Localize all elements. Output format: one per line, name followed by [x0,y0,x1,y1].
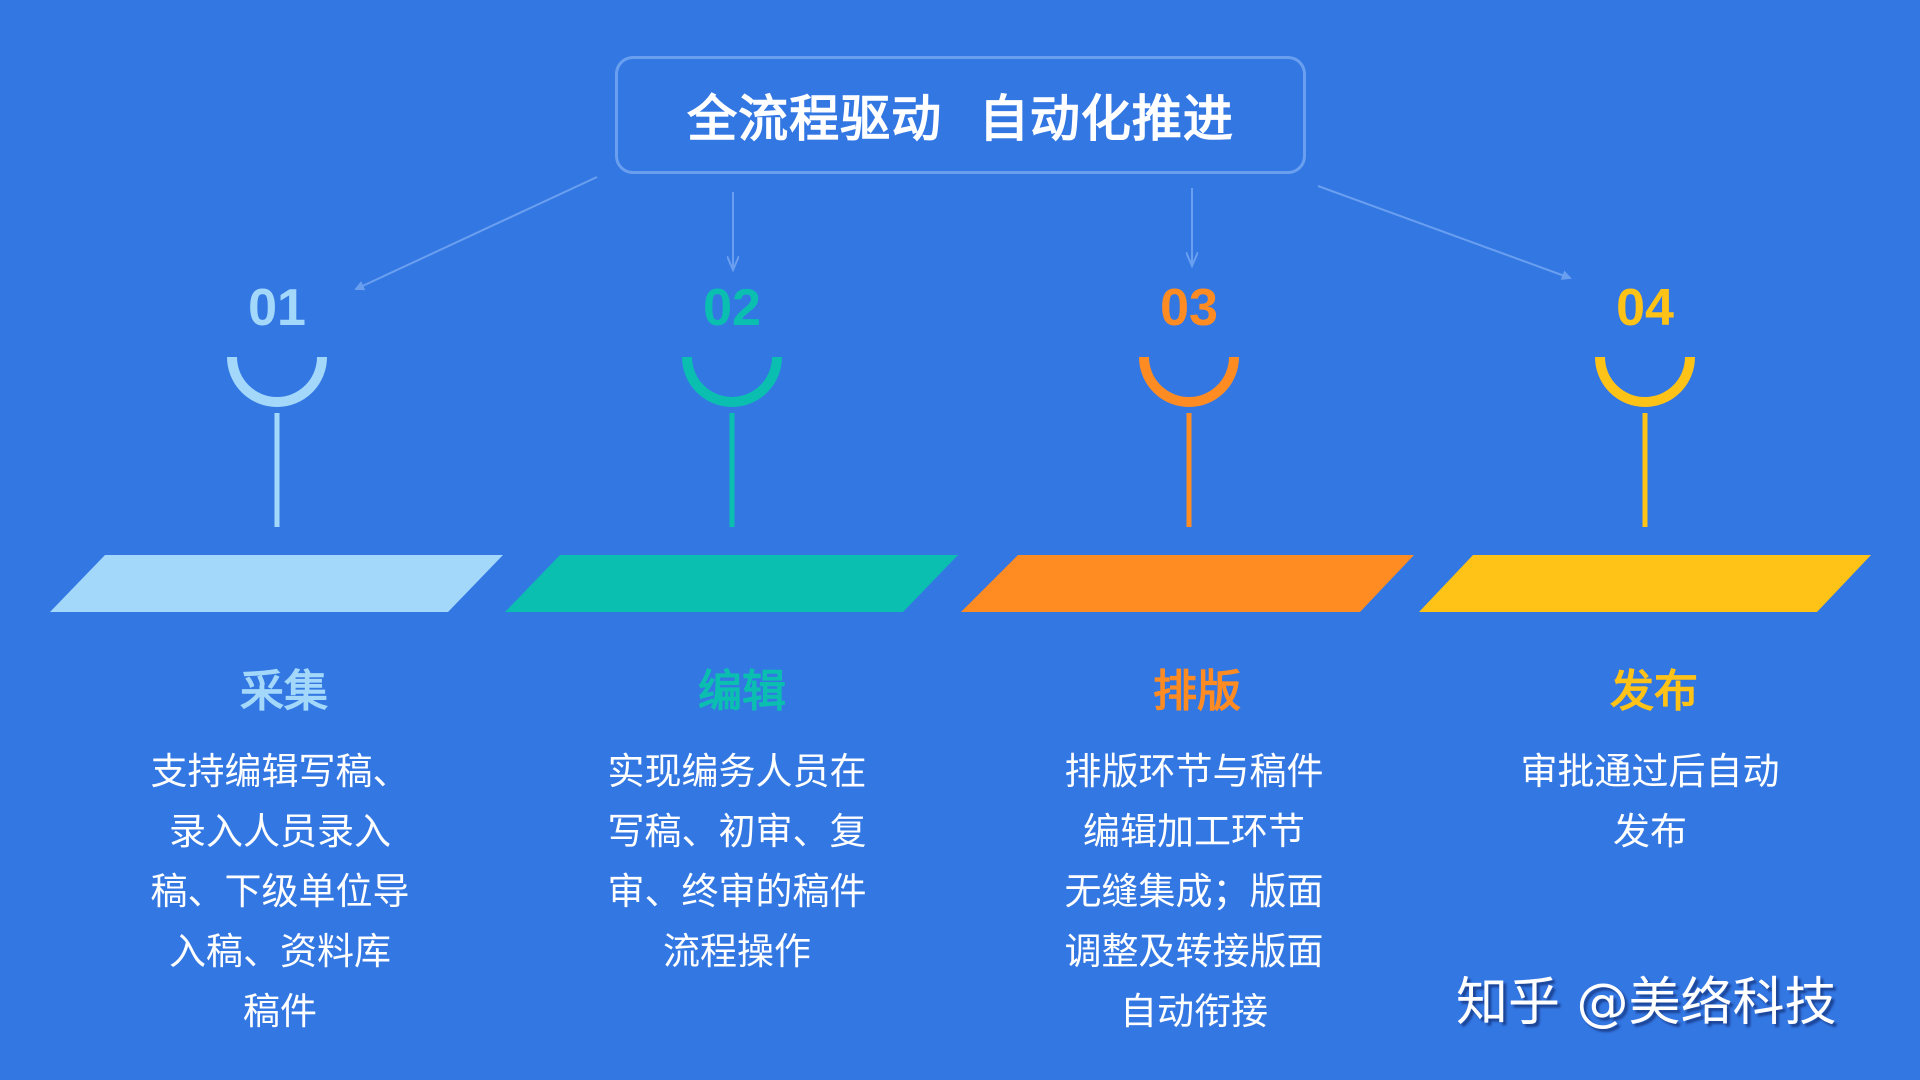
step-2-heading: 编辑 [698,666,786,717]
description-line: 稿、下级单位导 [150,870,410,913]
description-line: 入稿、资料库 [169,930,391,973]
description-line: 流程操作 [663,930,811,973]
step-3-description: 排版环节与稿件 编辑加工环节 无缝集成；版面 调整及转接版面 自动衔接 [1014,742,1374,1042]
arrow-to-step-1 [354,176,598,291]
title-box: 全流程驱动 自动化推进 [615,56,1306,174]
step-1-number: 01 [248,279,306,337]
description-line: 支持编辑写稿、 [150,750,410,793]
step-4-heading: 发布 [1610,666,1698,717]
step-1-bar [50,555,503,612]
step-4-arc-icon [1595,356,1695,407]
description-line: 调整及转接版面 [1064,930,1324,973]
step-4-description: 审批通过后自动 发布 [1470,742,1830,862]
description-line: 编辑加工环节 [1083,810,1305,853]
step-2-description: 实现编务人员在 写稿、初审、复 审、终审的稿件 流程操作 [557,742,917,982]
step-2-number: 02 [703,279,761,337]
page-title: 全流程驱动 自动化推进 [687,90,1234,148]
description-line: 无缝集成；版面 [1064,870,1324,913]
description-line: 写稿、初审、复 [607,810,867,853]
step-1-arc-icon [227,356,327,407]
description-line: 自动衔接 [1120,990,1268,1033]
watermark: 知乎 @美络科技 [1456,973,1837,1033]
step-3-bar [961,555,1414,612]
step-2-arc-icon [682,356,782,407]
description-line: 实现编务人员在 [607,750,867,793]
arrow-to-step-4 [1317,185,1572,280]
description-line: 审、终审的稿件 [607,870,867,913]
step-1-description: 支持编辑写稿、 录入人员录入 稿、下级单位导 入稿、资料库 稿件 [100,742,460,1042]
description-line: 稿件 [243,990,317,1033]
step-4-bar [1419,555,1871,612]
step-4-number: 04 [1616,279,1674,337]
description-line: 录入人员录入 [169,810,391,853]
step-1-heading: 采集 [240,666,328,717]
description-line: 审批通过后自动 [1520,750,1780,793]
step-3-heading: 排版 [1153,666,1241,717]
step-3-arc-icon [1139,356,1239,407]
description-line: 排版环节与稿件 [1064,750,1324,793]
step-2-bar [505,555,958,612]
description-line: 发布 [1613,810,1687,853]
step-3-number: 03 [1160,279,1218,337]
